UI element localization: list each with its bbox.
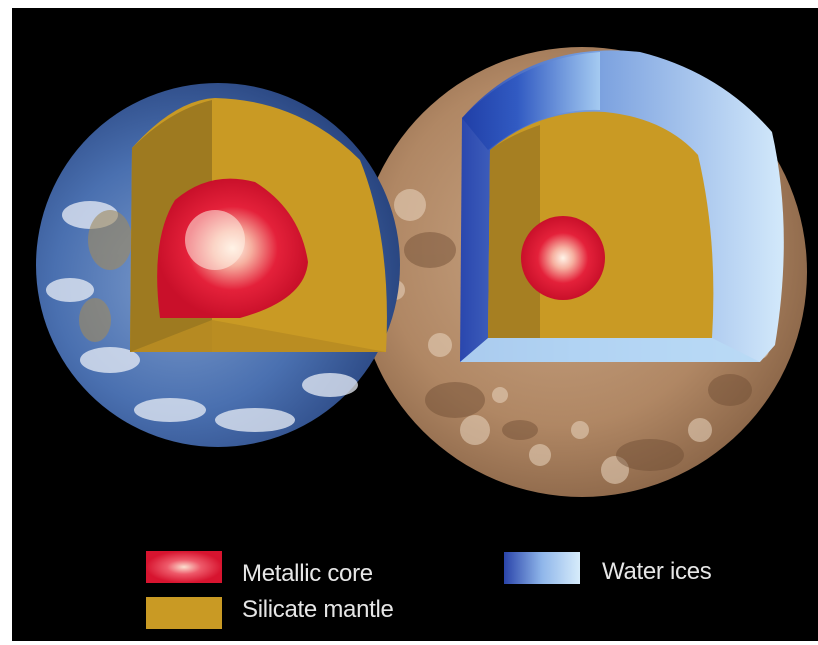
earth-core-highlight <box>185 210 245 270</box>
ganymede-ice-bottom <box>460 338 760 362</box>
earth-body <box>36 83 400 447</box>
ganymede-core <box>521 216 605 300</box>
legend-swatch-ice <box>504 552 580 584</box>
legend-label-ice: Water ices <box>602 560 711 584</box>
legend-swatch-core <box>146 551 222 583</box>
legend-label-core: Metallic core <box>242 562 373 586</box>
legend-label-mantle: Silicate mantle <box>242 598 394 622</box>
ganymede-body <box>357 47 807 497</box>
legend-swatch-mantle <box>146 597 222 629</box>
